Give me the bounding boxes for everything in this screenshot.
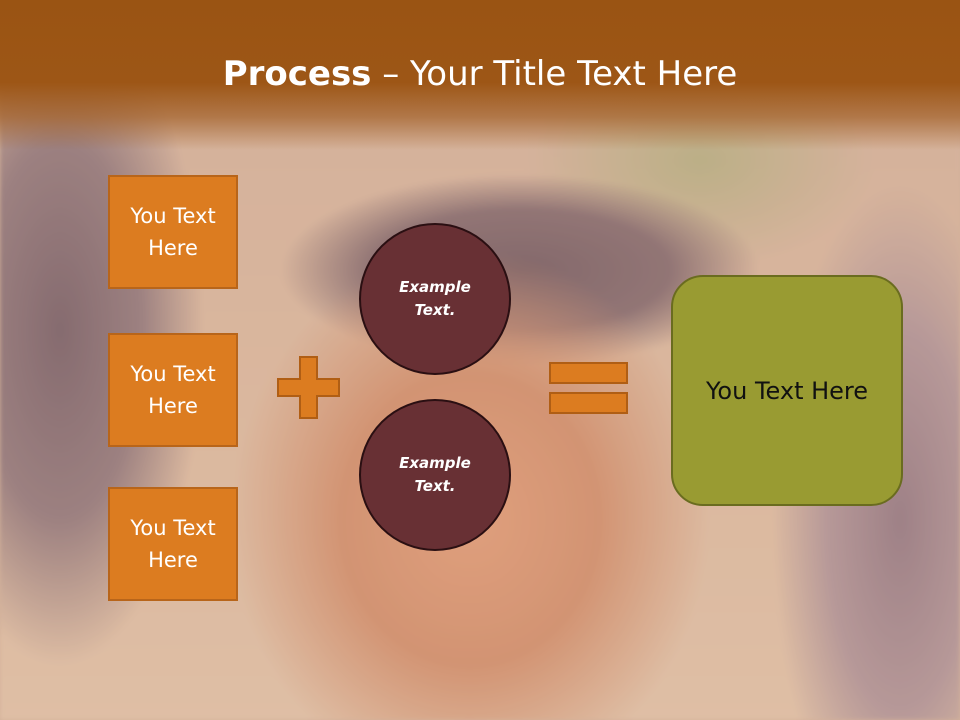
left-box-3[interactable]: You Text Here xyxy=(108,487,238,601)
left-box-1[interactable]: You Text Here xyxy=(108,175,238,289)
circle-label: Example Text. xyxy=(399,278,471,319)
result-label: You Text Here xyxy=(705,376,869,405)
plus-icon xyxy=(277,356,340,419)
title-banner xyxy=(0,0,960,150)
example-circle-1[interactable]: Example Text. xyxy=(359,223,511,375)
example-circle-2[interactable]: Example Text. xyxy=(359,399,511,551)
title-rest-part: – Your Title Text Here xyxy=(371,54,738,94)
left-box-label: You Text Here xyxy=(130,204,216,260)
title-bold-part: Process xyxy=(222,54,372,94)
equals-icon xyxy=(549,362,628,414)
slide-title[interactable]: Process – Your Title Text Here xyxy=(0,52,960,96)
result-box[interactable]: You Text Here xyxy=(671,275,903,506)
left-box-label: You Text Here xyxy=(130,516,216,572)
left-box-label: You Text Here xyxy=(130,362,216,418)
circle-label: Example Text. xyxy=(399,454,471,495)
left-box-2[interactable]: You Text Here xyxy=(108,333,238,447)
